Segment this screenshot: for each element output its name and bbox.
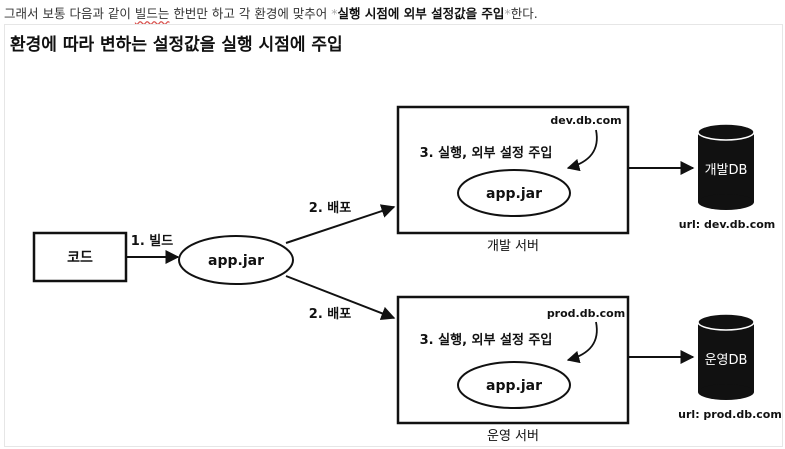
dev-artifact-label: app.jar: [486, 186, 542, 202]
dev-server-name: 개발 서버: [487, 239, 539, 254]
caption-bold-phrase: 실행 시점에 외부 설정값을 주입: [337, 6, 505, 21]
code-box: [32, 231, 128, 283]
prod-config-source: prod.db.com: [547, 307, 625, 320]
prod-artifact-ellipse: [457, 361, 571, 409]
caption-text-before: 그래서 보통 다음과 같이: [4, 6, 135, 21]
caption-underlined-word: 빌드는: [134, 6, 170, 21]
dev-artifact-ellipse: [457, 169, 571, 217]
prod-artifact-label: app.jar: [486, 378, 542, 394]
caption-mark-close: *: [504, 6, 511, 21]
prod-db-label: 운영DB: [705, 353, 748, 368]
prod-server-name: 운영 서버: [487, 429, 539, 444]
dev-config-arrow: [566, 129, 598, 172]
deploy-arrow-prod: [285, 275, 396, 320]
build-label: 1. 빌드: [131, 234, 173, 249]
diagram-frame: [4, 24, 783, 447]
prod-step-label: 3. 실행, 외부 설정 주입: [420, 332, 553, 348]
dev-db-label: 개발DB: [705, 163, 748, 178]
deploy-label-dev: 2. 배포: [309, 200, 351, 216]
prod-db-url: url: prod.db.com: [678, 408, 782, 421]
deploy-arrow-dev: [285, 204, 396, 244]
diagram-title: 환경에 따라 변하는 설정값을 실행 시점에 주입: [10, 35, 343, 55]
caption-mark-open: *: [331, 6, 338, 21]
intro-caption: 그래서 보통 다음과 같이 빌드는 한번만 하고 각 환경에 맞추어 *실행 시…: [4, 3, 538, 22]
artifact-ellipse: [178, 235, 294, 285]
dev-db-url: url: dev.db.com: [679, 218, 776, 231]
artifact-label: app.jar: [208, 253, 264, 269]
dev-db-cylinder: [697, 123, 755, 210]
prod-config-arrow: [566, 321, 598, 364]
code-box-label: 코드: [67, 250, 93, 266]
caption-text-after: 한다.: [510, 6, 538, 21]
deploy-label-prod: 2. 배포: [309, 306, 351, 322]
prod-db-cylinder: [697, 313, 755, 400]
dev-step-label: 3. 실행, 외부 설정 주입: [420, 145, 553, 161]
caption-text-middle: 한번만 하고 각 환경에 맞추어: [169, 6, 332, 21]
dev-config-source: dev.db.com: [550, 114, 621, 127]
